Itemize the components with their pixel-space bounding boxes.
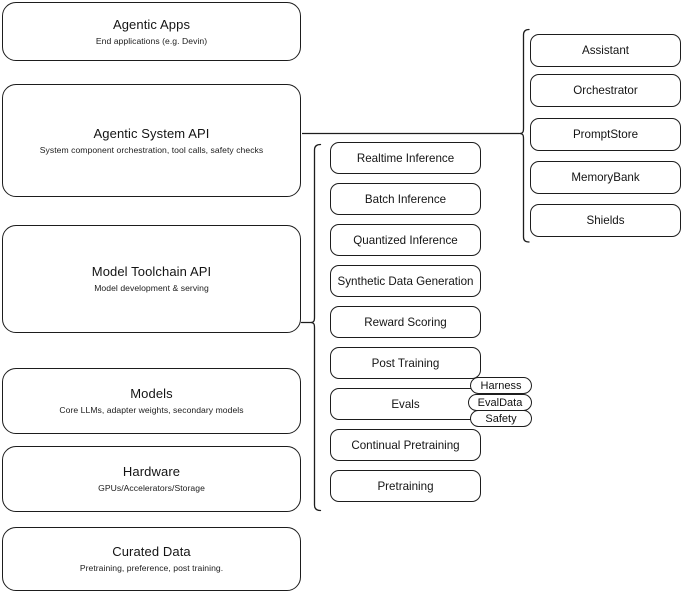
layer-box-curated-data[interactable]: Curated Data Pretraining, preference, po… xyxy=(2,527,301,591)
capability-box-continual-pretraining[interactable]: Continual Pretraining xyxy=(330,429,481,461)
capability-box-quantized-inference[interactable]: Quantized Inference xyxy=(330,224,481,256)
capability-label: Batch Inference xyxy=(364,192,447,206)
capability-label: Reward Scoring xyxy=(364,315,447,329)
layer-subtitle: Model development & serving xyxy=(94,283,209,293)
component-box-assistant[interactable]: Assistant xyxy=(530,34,681,67)
layer-title: Model Toolchain API xyxy=(91,264,212,279)
component-label: PromptStore xyxy=(572,128,639,141)
layer-subtitle: System component orchestration, tool cal… xyxy=(39,144,264,155)
component-box-promptstore[interactable]: PromptStore xyxy=(530,118,681,151)
layer-title: Hardware xyxy=(122,464,181,479)
layer-title: Models xyxy=(130,386,173,401)
capability-box-evals[interactable]: Evals xyxy=(330,388,481,420)
component-box-orchestrator[interactable]: Orchestrator xyxy=(530,74,681,107)
component-box-memorybank[interactable]: MemoryBank xyxy=(530,161,681,194)
eval-badge-label: EvalData xyxy=(477,396,523,409)
eval-badge-label: Safety xyxy=(485,412,517,425)
component-box-shields[interactable]: Shields xyxy=(530,204,681,237)
layer-title: Curated Data xyxy=(112,544,191,559)
capability-label: Continual Pretraining xyxy=(351,438,460,452)
component-label: Shields xyxy=(586,214,625,227)
layer-subtitle: Core LLMs, adapter weights, secondary mo… xyxy=(59,405,244,415)
component-label: MemoryBank xyxy=(571,171,640,184)
component-label: Assistant xyxy=(581,44,630,57)
layer-title: Agentic System API xyxy=(93,125,210,141)
layer-subtitle: GPUs/Accelerators/Storage xyxy=(98,483,205,493)
layer-box-models[interactable]: Models Core LLMs, adapter weights, secon… xyxy=(2,368,301,434)
capability-label: Pretraining xyxy=(377,479,434,493)
capability-label: Synthetic Data Generation xyxy=(337,274,474,288)
component-label: Orchestrator xyxy=(573,84,638,97)
capability-label: Evals xyxy=(391,397,420,411)
eval-badge-safety[interactable]: Safety xyxy=(470,410,532,427)
capability-box-reward-scoring[interactable]: Reward Scoring xyxy=(330,306,481,338)
layer-subtitle: End applications (e.g. Devin) xyxy=(95,35,208,46)
capability-box-post-training[interactable]: Post Training xyxy=(330,347,481,379)
capability-label: Quantized Inference xyxy=(353,233,458,247)
layer-title: Agentic Apps xyxy=(112,16,191,32)
capability-label: Realtime Inference xyxy=(356,151,455,165)
capability-box-synthetic-data-generation[interactable]: Synthetic Data Generation xyxy=(330,265,481,297)
capability-box-realtime-inference[interactable]: Realtime Inference xyxy=(330,142,481,174)
layer-box-agentic-apps[interactable]: Agentic Apps End applications (e.g. Devi… xyxy=(2,2,301,61)
capability-box-batch-inference[interactable]: Batch Inference xyxy=(330,183,481,215)
layer-box-model-toolchain-api[interactable]: Model Toolchain API Model development & … xyxy=(2,225,301,333)
capability-label: Post Training xyxy=(371,356,440,370)
capability-box-pretraining[interactable]: Pretraining xyxy=(330,470,481,502)
eval-badge-label: Harness xyxy=(480,379,522,392)
layer-box-agentic-system-api[interactable]: Agentic System API System component orch… xyxy=(2,84,301,197)
layer-subtitle: Pretraining, preference, post training. xyxy=(79,563,224,573)
eval-badge-evaldata[interactable]: EvalData xyxy=(468,394,532,411)
eval-badge-harness[interactable]: Harness xyxy=(470,377,532,394)
layer-box-hardware[interactable]: Hardware GPUs/Accelerators/Storage xyxy=(2,446,301,512)
